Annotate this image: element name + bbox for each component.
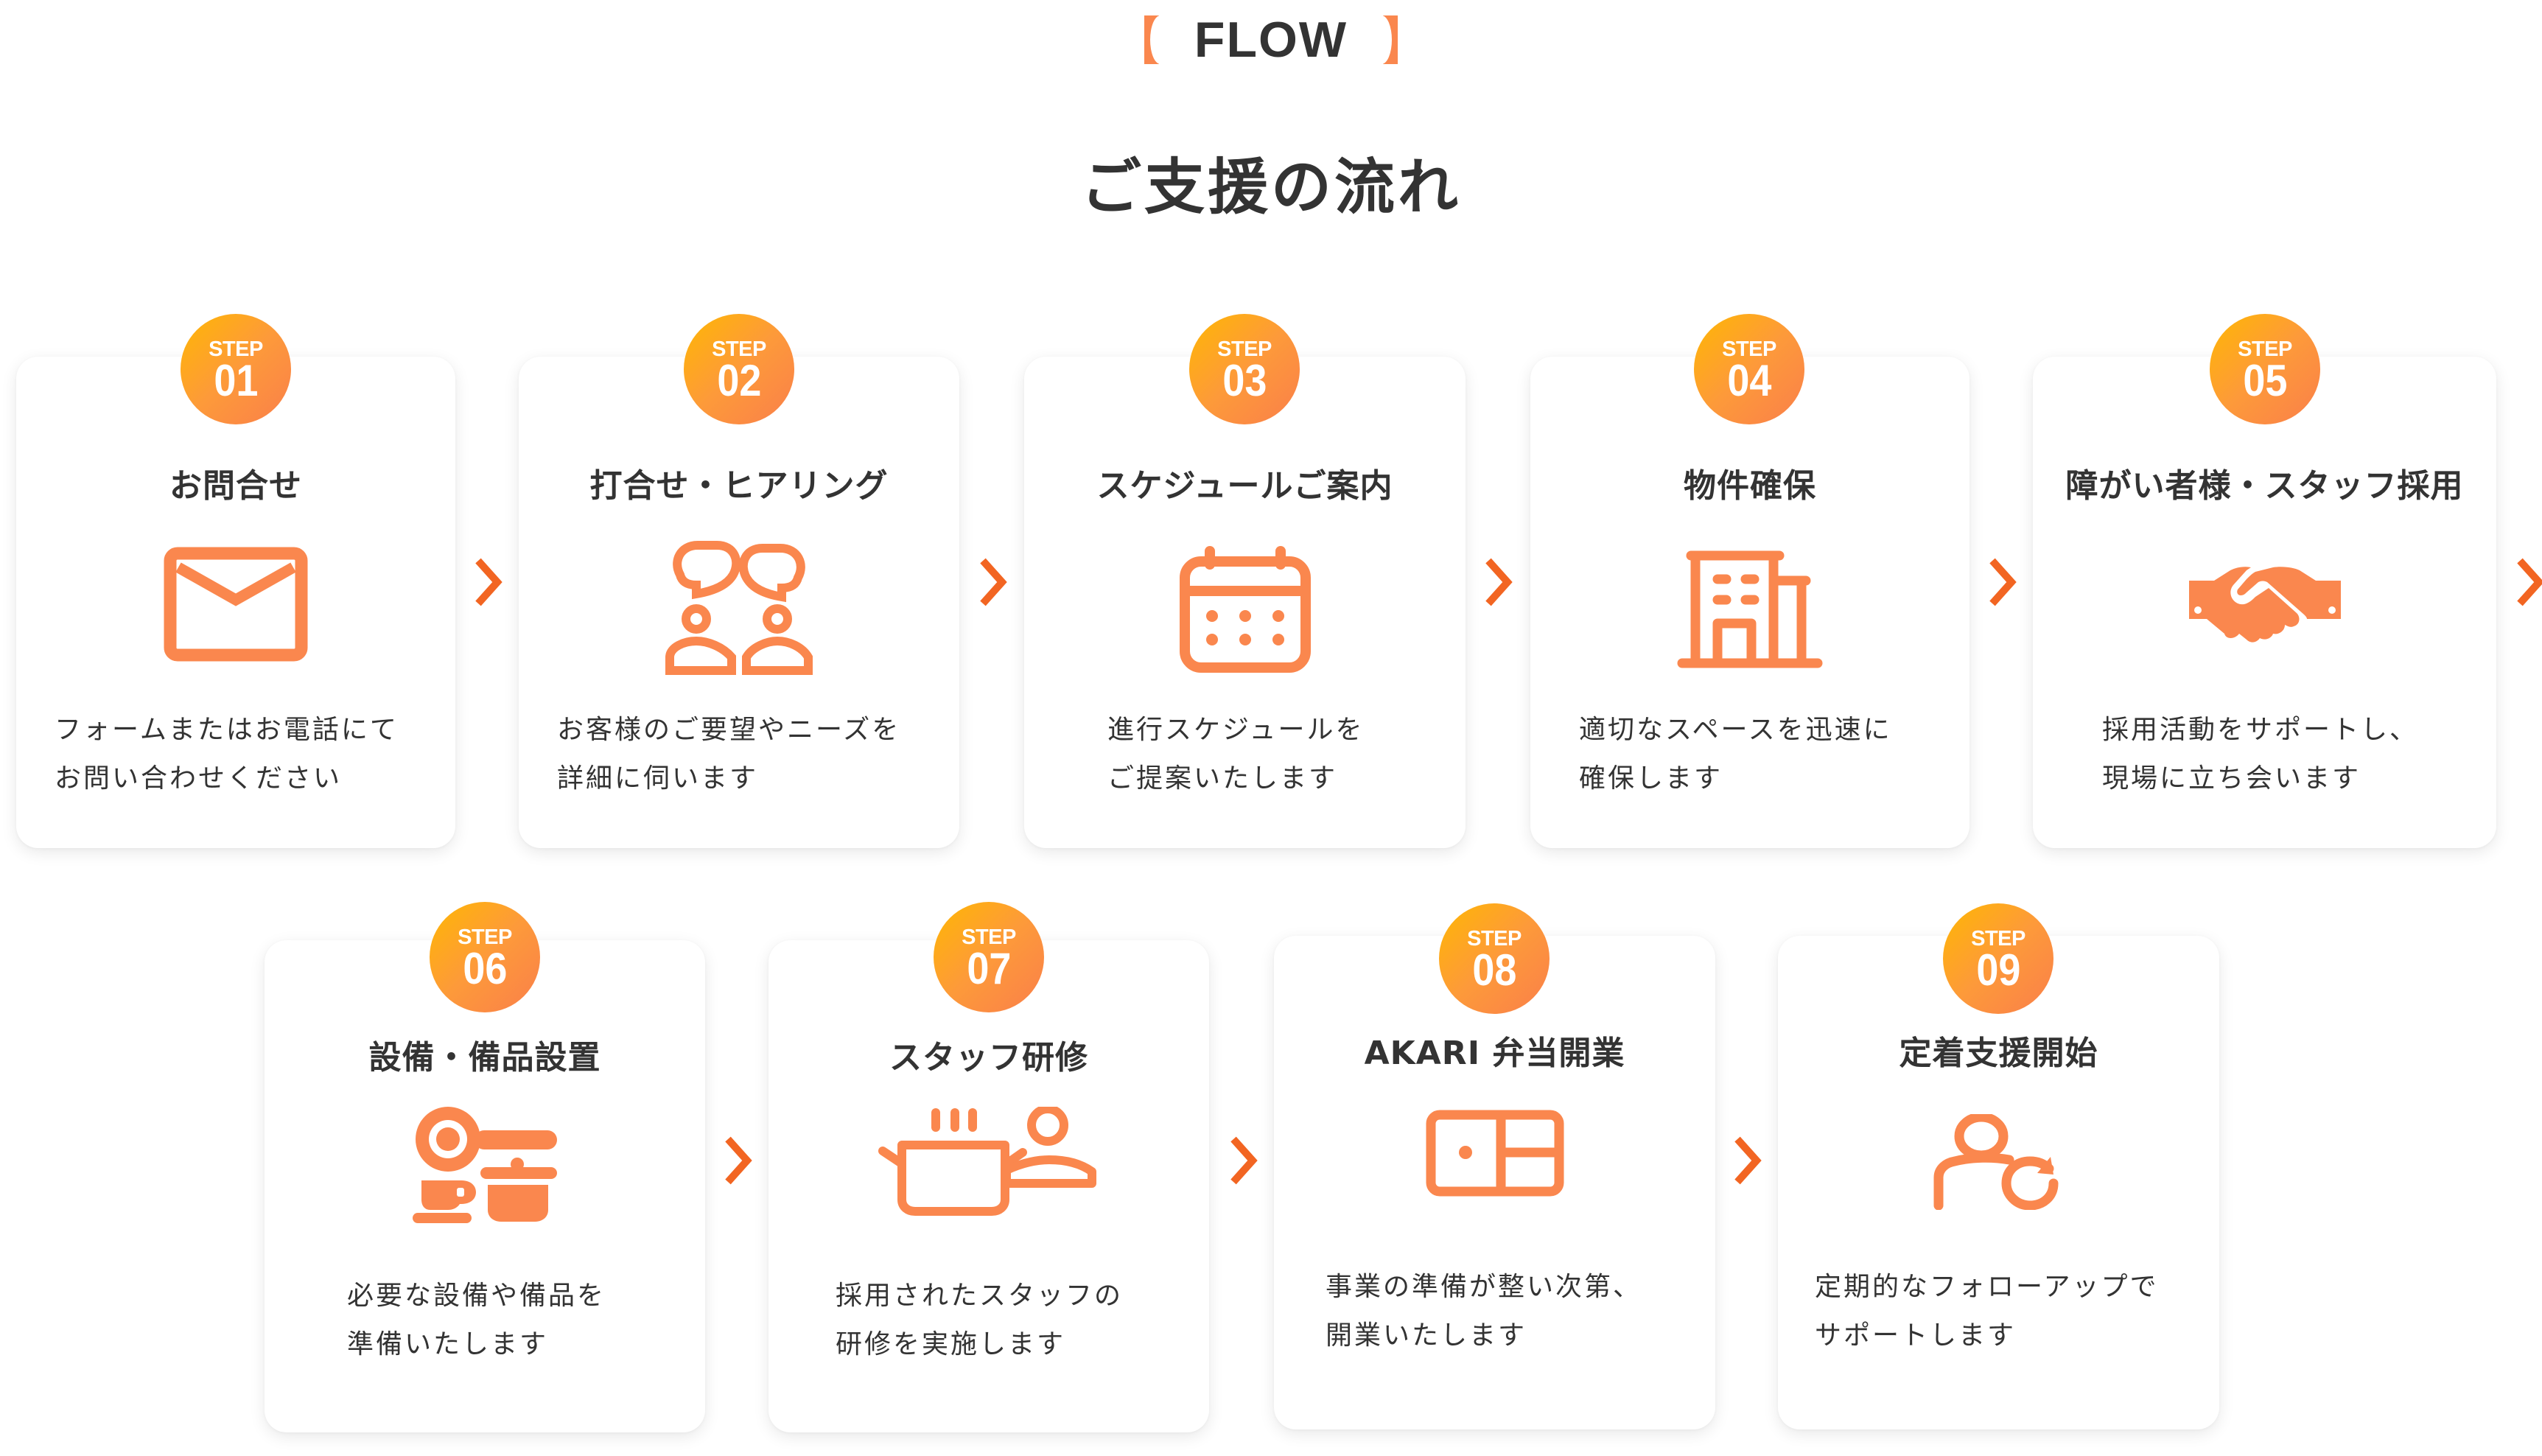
step-description: お客様のご要望やニーズを 詳細に伺います: [557, 715, 901, 794]
step-title: AKARI 弁当開業: [1364, 1035, 1625, 1072]
step-number: 03: [1222, 355, 1267, 405]
step-title: お問合せ: [169, 467, 302, 505]
eyebrow-label: FLOW: [1194, 12, 1348, 68]
step-description: 進行スケジュールを ご提案いたします: [1107, 715, 1365, 794]
people-talking-icon: [665, 539, 813, 676]
step-description: 事業の準備が整い次第、 開業いたします: [1326, 1272, 1642, 1351]
step-label: STEP: [1467, 926, 1522, 951]
step-badge: STEP 01: [181, 314, 291, 424]
bento-box-icon: [1426, 1110, 1564, 1197]
kitchenware-icon: [413, 1105, 557, 1223]
step-badge: STEP 06: [430, 902, 540, 1012]
chevron-right-icon: [1734, 1136, 1762, 1185]
chevron-right-icon: [1230, 1136, 1258, 1185]
chevron-right-icon: [1989, 558, 2017, 606]
step-number: 01: [213, 355, 259, 405]
chevron-right-icon: [2517, 558, 2542, 606]
calendar-icon: [1179, 545, 1312, 673]
step-card-01: STEP 01 お問合せ フォームまたはお電話にて お問い合わせください: [16, 314, 455, 848]
step-label: STEP: [458, 925, 512, 949]
step-badge: STEP 09: [1943, 903, 2053, 1014]
step-number: 08: [1471, 945, 1517, 995]
step-number: 06: [462, 943, 508, 993]
building-icon: [1676, 550, 1824, 669]
step-card-05: STEP 05 障がい者様・スタッフ採用 採用活動をサポートし、 現場に立ち会い…: [2033, 314, 2496, 848]
chevron-right-icon: [725, 1136, 752, 1185]
step-title: スタッフ研修: [889, 1039, 1088, 1077]
step-card-03: STEP 03 スケジュールご案内 進行スケジュールを ご提案いたします: [1024, 314, 1466, 848]
step-badge: STEP 08: [1439, 903, 1550, 1014]
step-badge: STEP 03: [1189, 314, 1300, 424]
step-description: 採用活動をサポートし、 現場に立ち会います: [2102, 715, 2419, 794]
step-card-07: STEP 07 スタッフ研修 採用されたスタッフの 研修を実施します: [768, 902, 1209, 1432]
section-title: ご支援の流れ: [1080, 153, 1461, 223]
chevron-right-icon: [475, 558, 503, 606]
step-card-09: STEP 09 定着支援開始 定期的なフォローアップで サポートします: [1778, 903, 2219, 1429]
step-badge: STEP 04: [1694, 314, 1804, 424]
right-bracket-icon: [1382, 15, 1398, 64]
chevron-right-icon: [1485, 558, 1513, 606]
handshake-icon: [2188, 566, 2341, 647]
step-label: STEP: [209, 337, 263, 361]
step-label: STEP: [1217, 337, 1272, 361]
step-title: スケジュールご案内: [1096, 467, 1393, 505]
step-label: STEP: [2238, 337, 2292, 361]
step-title: 物件確保: [1684, 467, 1816, 505]
cooking-pot-chef-icon: [878, 1107, 1099, 1217]
step-badge: STEP 07: [934, 902, 1044, 1012]
step-number: 04: [1726, 355, 1772, 405]
step-label: STEP: [1971, 926, 2025, 951]
step-card-08: STEP 08 AKARI 弁当開業 事業の準備が整い次第、 開業いたします: [1274, 903, 1715, 1429]
step-description: 採用されたスタッフの 研修を実施します: [836, 1281, 1124, 1359]
user-refresh-icon: [1933, 1114, 2065, 1210]
step-card-02: STEP 02 打合せ・ヒアリング お客様のご要望やニーズを 詳細に伺います: [519, 314, 959, 848]
step-badge: STEP 02: [684, 314, 794, 424]
step-label: STEP: [712, 337, 766, 361]
step-description: 必要な設備や備品を 準備いたします: [347, 1281, 606, 1359]
step-card-04: STEP 04 物件確保: [1530, 314, 1969, 848]
section-eyebrow: FLOW: [0, 10, 2542, 69]
step-number: 07: [966, 943, 1012, 993]
step-description: フォームまたはお電話にて お問い合わせください: [55, 715, 399, 794]
step-title: 障がい者様・スタッフ採用: [2065, 467, 2464, 505]
step-number: 09: [1975, 945, 2021, 995]
step-badge: STEP 05: [2210, 314, 2320, 424]
step-title: 定着支援開始: [1899, 1035, 2098, 1072]
step-title: 設備・備品設置: [368, 1039, 601, 1077]
step-number: 05: [2242, 355, 2288, 405]
step-description: 適切なスペースを迅速に 確保します: [1579, 715, 1892, 794]
step-description: 定期的なフォローアップで サポートします: [1815, 1272, 2159, 1351]
step-label: STEP: [962, 925, 1016, 949]
step-number: 02: [716, 355, 762, 405]
envelope-icon: [164, 547, 308, 662]
left-bracket-icon: [1144, 15, 1160, 64]
step-title: 打合せ・ヒアリング: [589, 467, 889, 505]
step-card-06: STEP 06 設備・備品設置 必要な設備や備品を: [265, 902, 705, 1432]
step-label: STEP: [1722, 337, 1776, 361]
chevron-right-icon: [980, 558, 1007, 606]
